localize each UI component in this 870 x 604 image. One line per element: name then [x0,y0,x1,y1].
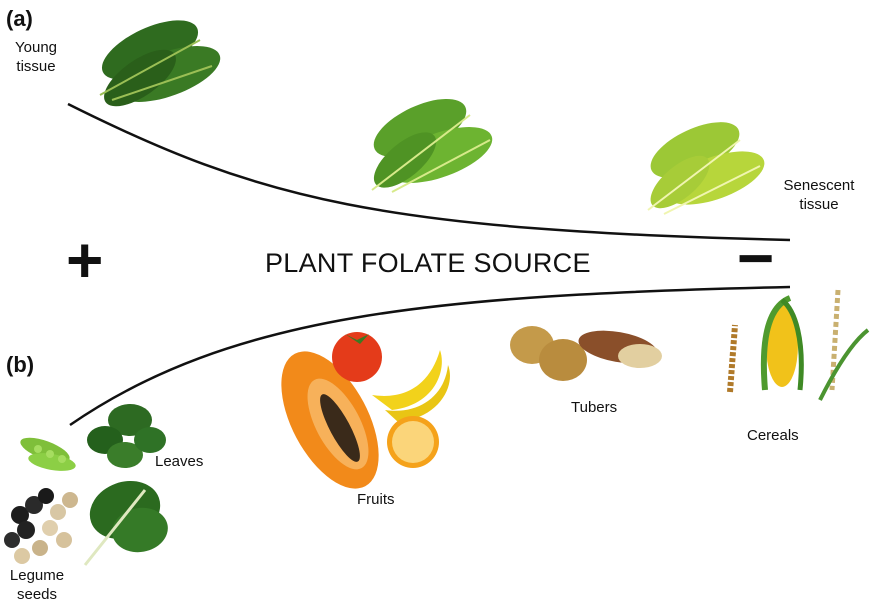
tubers-group [510,325,662,381]
pea-pods [17,433,77,474]
senescent-leaves [642,111,771,218]
leaves-label: Leaves [155,452,203,471]
center-title: PLANT FOLATE SOURCE [265,248,591,279]
panel-a-label: (a) [6,6,33,32]
plus-sign: + [66,228,103,292]
tubers-label: Tubers [571,398,617,417]
minus-sign: − [737,226,774,290]
legume-seeds-label: Legume seeds [2,566,72,604]
legume-seeds-pile [4,488,78,564]
panel-b-label: (b) [6,352,34,378]
young-tissue-label: Young tissue [6,38,66,76]
mid-age-leaves [365,87,499,198]
young-tissue-leaves [94,8,228,117]
senescent-tissue-label: Senescent tissue [774,176,864,214]
chard-leaves [82,471,172,565]
cereals-group [730,290,868,400]
fruits-label: Fruits [357,490,395,509]
fruits-group [261,332,450,504]
cereals-label: Cereals [747,426,799,445]
